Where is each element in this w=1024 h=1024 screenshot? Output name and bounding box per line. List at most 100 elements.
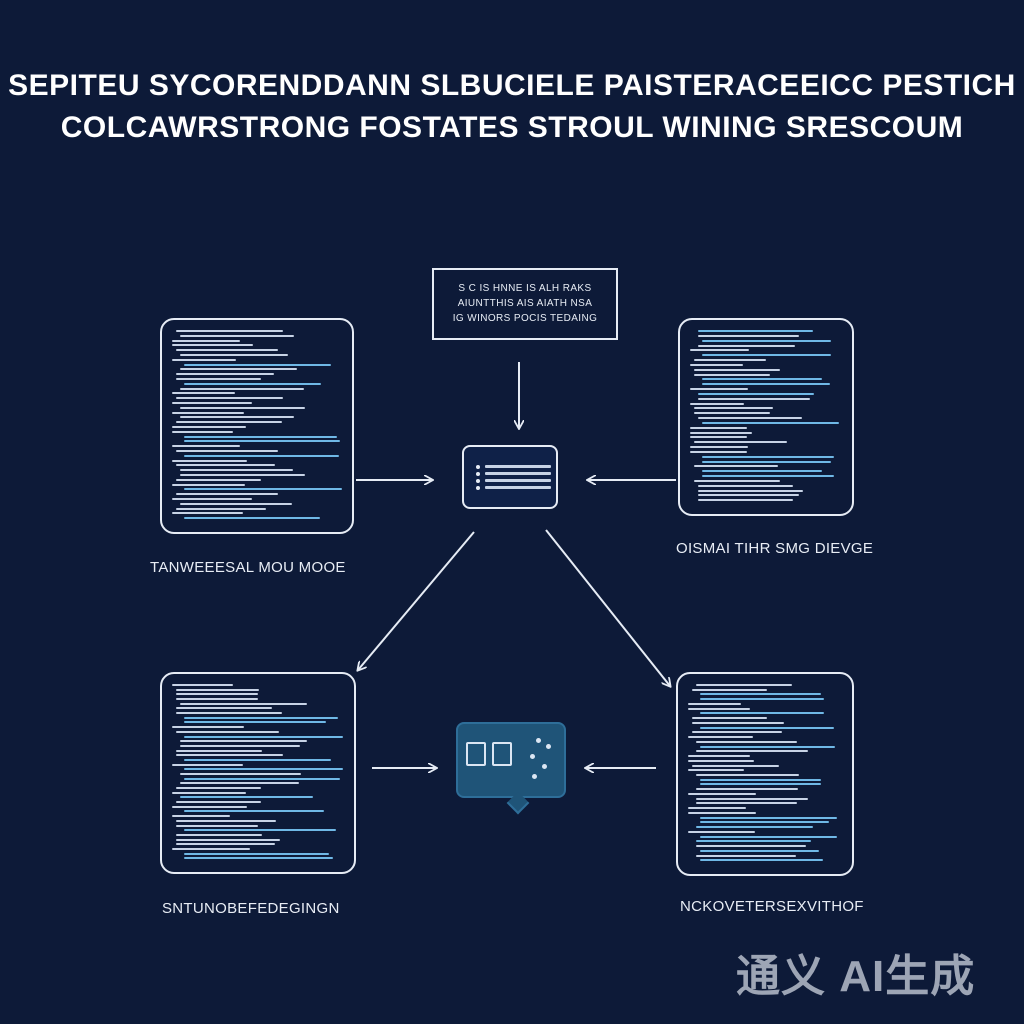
code-line bbox=[700, 778, 821, 781]
code-line bbox=[698, 392, 814, 395]
code-line bbox=[700, 712, 824, 715]
code-line bbox=[700, 835, 837, 838]
code-line bbox=[176, 507, 266, 510]
code-line bbox=[698, 417, 802, 419]
code-line bbox=[692, 721, 784, 724]
code-line bbox=[692, 731, 782, 734]
code-line bbox=[176, 698, 258, 701]
code-line bbox=[698, 330, 813, 332]
code-line bbox=[184, 440, 340, 443]
code-line bbox=[184, 777, 340, 780]
code-line bbox=[172, 512, 243, 515]
code-line bbox=[702, 354, 831, 357]
code-line bbox=[700, 859, 823, 862]
code-line bbox=[184, 488, 342, 491]
code-line bbox=[176, 787, 261, 790]
code-line bbox=[690, 446, 748, 448]
code-line bbox=[702, 470, 822, 473]
code-line bbox=[700, 816, 837, 819]
code-line bbox=[688, 707, 750, 710]
code-line bbox=[176, 493, 278, 496]
code-line bbox=[172, 498, 252, 500]
code-line bbox=[176, 819, 276, 822]
code-line bbox=[180, 502, 292, 505]
code-line bbox=[180, 796, 313, 799]
code-line bbox=[176, 707, 272, 710]
code-line bbox=[176, 688, 259, 691]
code-line bbox=[698, 397, 810, 400]
code-line bbox=[690, 431, 752, 434]
grid-cell-icon bbox=[466, 742, 486, 766]
code-line bbox=[688, 755, 750, 758]
code-line bbox=[690, 363, 743, 366]
code-line bbox=[694, 368, 780, 371]
code-line bbox=[176, 730, 279, 733]
code-line bbox=[176, 693, 258, 696]
code-panel-top-right bbox=[678, 318, 854, 516]
code-line bbox=[180, 354, 288, 356]
label-top-left: TANWEEESAL MOU MOOE bbox=[150, 559, 346, 576]
code-line bbox=[688, 830, 755, 833]
code-line bbox=[176, 754, 283, 757]
code-line bbox=[700, 726, 834, 729]
code-line bbox=[180, 773, 301, 775]
hub-row bbox=[476, 464, 556, 469]
code-line bbox=[698, 484, 793, 487]
code-line bbox=[184, 517, 320, 520]
code-line bbox=[180, 334, 294, 337]
code-line bbox=[698, 499, 793, 502]
code-line bbox=[702, 475, 834, 477]
hub-row bbox=[476, 471, 556, 476]
code-line bbox=[688, 807, 746, 810]
code-line bbox=[690, 402, 744, 405]
bullet-icon bbox=[476, 478, 480, 483]
code-line bbox=[180, 474, 305, 476]
code-line bbox=[700, 745, 835, 748]
code-line bbox=[172, 445, 240, 448]
code-line bbox=[176, 349, 278, 352]
code-line bbox=[696, 684, 792, 686]
code-line bbox=[184, 810, 324, 813]
code-line bbox=[176, 712, 282, 715]
code-line bbox=[694, 479, 780, 482]
code-line bbox=[172, 847, 250, 850]
code-panel-bottom-right bbox=[676, 672, 854, 876]
code-panel-top-left bbox=[160, 318, 354, 534]
code-line bbox=[176, 373, 274, 376]
code-line bbox=[694, 359, 766, 361]
code-line bbox=[172, 344, 253, 347]
code-line bbox=[180, 416, 294, 419]
code-line bbox=[698, 494, 799, 497]
code-line bbox=[172, 763, 243, 766]
bullet-icon bbox=[476, 485, 480, 490]
code-line bbox=[692, 688, 767, 691]
code-line bbox=[696, 788, 798, 791]
code-line bbox=[696, 797, 808, 800]
code-line bbox=[184, 768, 343, 771]
top-info-box: S C IS HNNE IS ALH RAKS AIUNTTHIS AIS AI… bbox=[432, 268, 618, 340]
code-line bbox=[180, 387, 304, 390]
code-line bbox=[176, 801, 261, 804]
top-box-line: S C IS HNNE IS ALH RAKS bbox=[458, 283, 592, 294]
code-line bbox=[702, 455, 834, 458]
code-line bbox=[702, 339, 831, 342]
title-line-1: SEPITEU SYCORENDDANN SLBUCIELE PAISTERAC… bbox=[8, 69, 1016, 102]
central-hub-node bbox=[462, 445, 558, 509]
code-line bbox=[688, 769, 744, 772]
code-line bbox=[184, 435, 337, 438]
code-line bbox=[688, 811, 756, 814]
top-box-line: IG WINORS POCIS TEDAING bbox=[452, 313, 598, 324]
code-line bbox=[688, 702, 741, 705]
code-line bbox=[184, 758, 331, 761]
label-top-right: OISMAI TIHR SMG DIEVGE bbox=[676, 540, 874, 557]
code-line bbox=[702, 383, 830, 386]
code-line bbox=[696, 845, 806, 848]
code-line bbox=[694, 441, 787, 444]
code-line bbox=[184, 363, 331, 366]
code-line bbox=[176, 397, 283, 400]
code-line bbox=[690, 450, 747, 453]
code-line bbox=[690, 388, 748, 390]
code-line bbox=[172, 402, 252, 404]
code-line bbox=[700, 849, 819, 852]
